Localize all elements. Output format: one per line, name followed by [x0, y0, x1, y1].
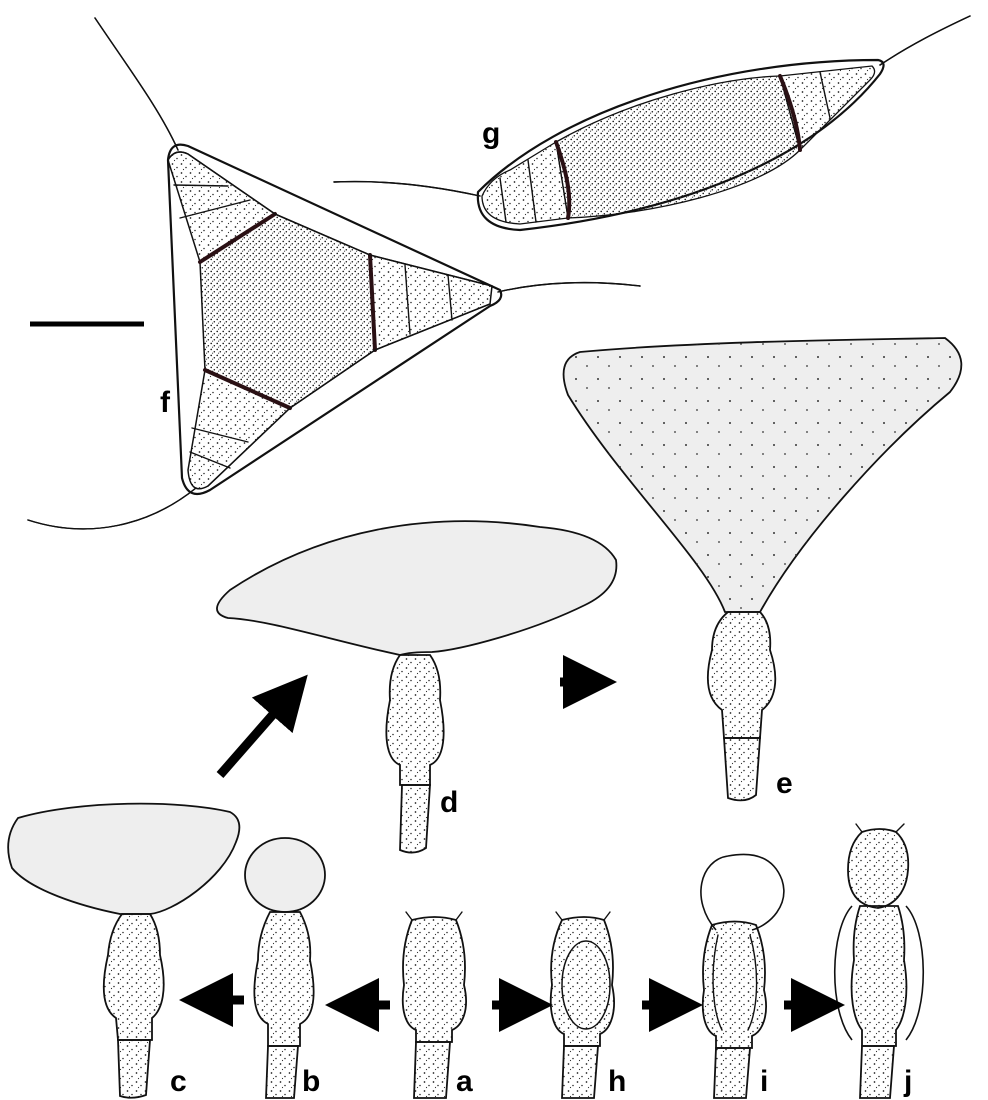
cell-j-stalk [860, 1046, 894, 1098]
cell-g [334, 16, 970, 230]
cell-h [551, 912, 614, 1098]
cell-f [28, 18, 640, 529]
cell-d-stalk [400, 785, 430, 853]
cell-i-extruding-membrane [701, 854, 784, 930]
cell-j-vesicle [848, 829, 908, 908]
cell-d-vesicle [217, 521, 616, 655]
cell-f-spine-top [95, 18, 178, 150]
cell-c-vesicle [8, 804, 239, 914]
cell-g-spine-right [880, 16, 970, 65]
cell-g-central-body [556, 76, 800, 218]
cell-e-body [708, 612, 775, 738]
cell-d-body [386, 655, 443, 785]
label-i: i [760, 1065, 768, 1098]
arrow-c-to-d [220, 695, 290, 775]
cell-b-body [254, 912, 313, 1046]
cell-b [245, 838, 325, 1098]
cell-i-stalk [714, 1048, 750, 1098]
cell-f-spine-bottom [28, 488, 196, 529]
cell-e [564, 338, 962, 800]
cell-j [835, 824, 924, 1098]
cell-d [217, 521, 616, 852]
cell-c-body [104, 914, 164, 1040]
cell-h-body [551, 917, 614, 1046]
label-d: d [440, 786, 458, 819]
label-e: e [776, 767, 793, 800]
cell-c-stalk [118, 1040, 150, 1098]
cell-e-stalk [724, 738, 760, 800]
cell-i [701, 854, 784, 1098]
label-h: h [608, 1065, 626, 1098]
cell-b-vesicle [245, 838, 325, 912]
cell-c [8, 804, 239, 1098]
label-g: g [482, 117, 500, 150]
cell-j-body [852, 906, 907, 1046]
label-f: f [160, 386, 171, 419]
cell-a-body [403, 917, 466, 1042]
cell-b-stalk [266, 1046, 298, 1098]
label-c: c [170, 1065, 187, 1098]
label-j: j [903, 1065, 912, 1098]
label-b: b [302, 1065, 320, 1098]
cell-h-stalk [562, 1046, 598, 1098]
cell-a-stalk [414, 1042, 450, 1098]
cell-f-arm-right [370, 255, 492, 350]
label-a: a [456, 1065, 473, 1098]
